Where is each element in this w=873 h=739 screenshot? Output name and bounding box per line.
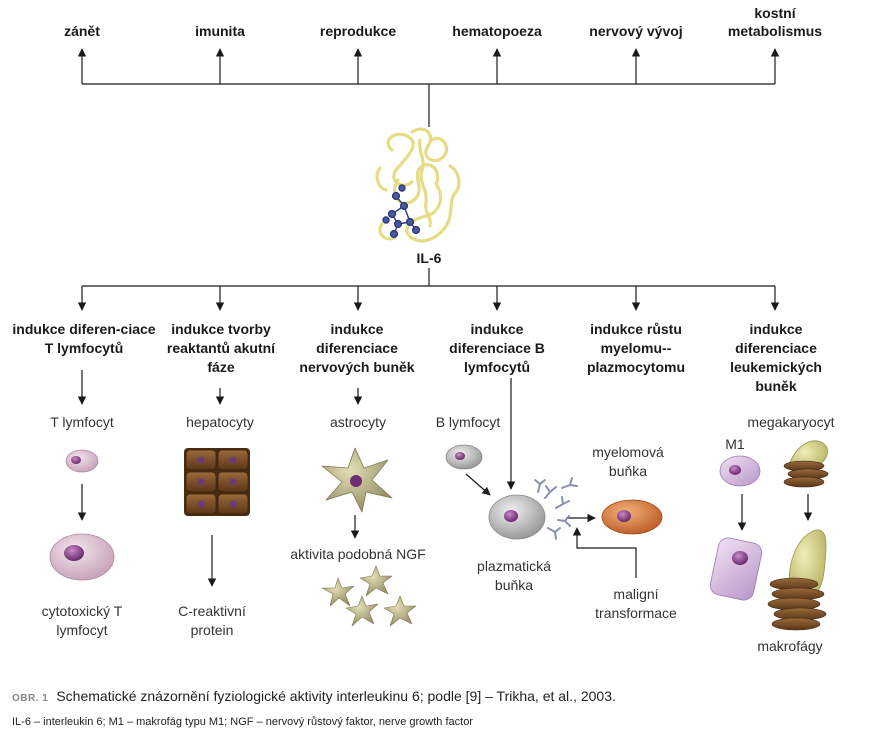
effect-label-hematopoiesis: hematopoeza xyxy=(452,23,542,39)
megakaryocyte-cell xyxy=(783,440,829,488)
cytotoxic-t-lymphocyte-cell xyxy=(49,533,115,581)
figure-caption-text: Schematické znázornění fyziologické akti… xyxy=(56,688,616,704)
top-connector-lines xyxy=(77,48,780,127)
pathway-title-t-lymphocytes: indukce diferen-ciace T lymfocytů xyxy=(12,321,156,356)
il6-protein-structure xyxy=(375,127,461,243)
pathway-title-acute-phase: indukce tvorby reaktantů akutní fáze xyxy=(166,321,276,375)
cell-label-macrophages: makrofágy xyxy=(757,638,823,654)
pathway-title-myeloma: indukce růstu myelomu--plazmocytomu xyxy=(586,321,685,375)
t-lymphocyte-cell xyxy=(65,449,99,473)
effect-label-immunity: imunita xyxy=(195,23,245,39)
cell-label-t-lymphocyte: T lymfocyt xyxy=(50,414,114,430)
pathway-arrows xyxy=(77,370,813,587)
effect-label-bone-metabolism: kostní metabolismus xyxy=(727,5,823,39)
cell-label-megakaryocyte: megakaryocyt xyxy=(747,414,835,430)
astrocyte-cell xyxy=(321,447,393,513)
m1-derived-cell xyxy=(709,537,763,601)
plasma-cell xyxy=(488,494,546,540)
cell-label-malignant-transformation: maligní transformace xyxy=(595,586,677,621)
cell-label-ngf-like-activity: aktivita podobná NGF xyxy=(290,546,426,562)
effect-label-reproduction: reprodukce xyxy=(319,23,397,39)
cell-label-m1: M1 xyxy=(725,436,745,452)
b-lymphocyte-cell xyxy=(445,444,483,470)
il6-label: IL-6 xyxy=(416,250,442,266)
myeloma-cell xyxy=(601,499,663,535)
figure-number: OBR. 1 xyxy=(12,693,49,704)
macrophage-cell xyxy=(767,529,827,631)
ligand-molecule-icon xyxy=(382,184,421,239)
figure-footnote: IL-6 – interleukin 6; M1 – makrofág typu… xyxy=(12,716,473,728)
effect-label-inflammation: zánět xyxy=(64,23,100,39)
cell-label-cytotoxic-t-lymphocyte: cytotoxický T lymfocyt xyxy=(41,603,123,638)
pathway-title-neural-cells: indukce diferenciace nervových buněk xyxy=(299,321,415,375)
hepatocytes-cluster xyxy=(184,448,250,516)
cell-label-astrocytes: astrocyty xyxy=(329,414,386,430)
cell-label-myeloma-cell: myelomová buňka xyxy=(592,444,664,479)
pathway-title-leukemic-cells: indukce diferenciace leukemických buněk xyxy=(730,321,822,394)
effect-label-neural-development: nervový vývoj xyxy=(589,23,683,39)
bottom-connector-lines xyxy=(77,268,780,311)
ngf-like-activity-stars xyxy=(321,565,417,627)
cell-label-plasma-cell: plazmatická buňka xyxy=(477,558,551,593)
cell-label-c-reactive-protein: C-reaktivní protein xyxy=(178,603,246,638)
cell-label-hepatocytes: hepatocyty xyxy=(186,414,254,430)
figure-caption: OBR. 1 Schematické znázornění fyziologick… xyxy=(12,688,616,704)
cell-label-b-lymphocyte: B lymfocyt xyxy=(435,414,501,430)
pathway-title-b-lymphocytes: indukce diferenciace B lymfocytů xyxy=(449,321,545,375)
m1-cell xyxy=(719,455,761,487)
antibodies-icon xyxy=(534,477,578,540)
